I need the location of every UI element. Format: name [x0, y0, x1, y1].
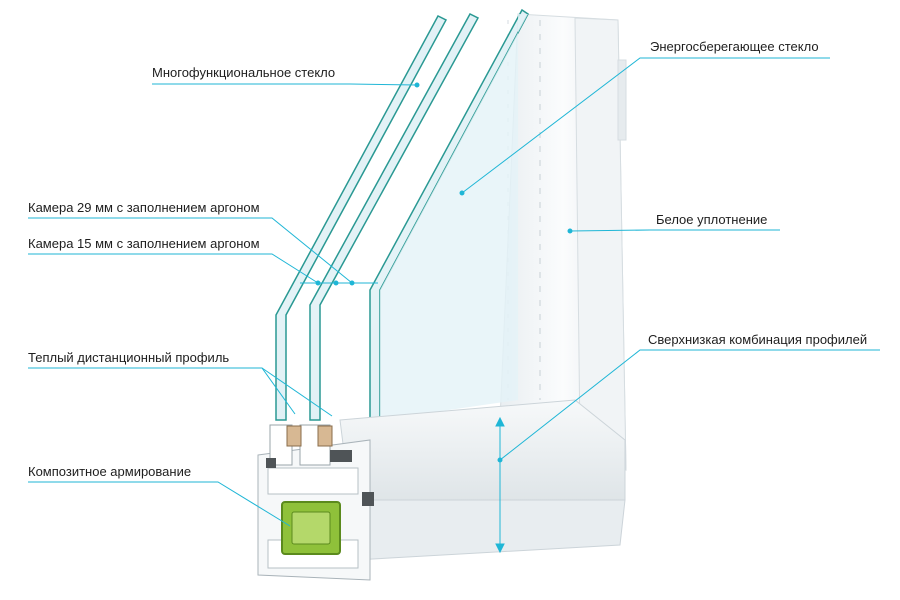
label-white-seal: Белое уплотнение [656, 212, 768, 227]
spacer-1 [286, 425, 302, 447]
callout-lines [28, 57, 880, 554]
label-chamber-15: Камера 15 мм с заполнением аргоном [28, 236, 260, 251]
spacer-2 [317, 425, 333, 447]
label-multifunctional-glass: Многофункциональное стекло [152, 65, 336, 80]
label-energy-saving-glass: Энергосберегающее стекло [650, 39, 819, 54]
window-frame [499, 13, 627, 471]
label-composite-reinforcement: Композитное армирование [28, 464, 192, 479]
label-chamber-29: Камера 29 мм с заполнением аргоном [28, 200, 260, 215]
label-ultra-low-profile: Сверхнизкая комбинация профилей [648, 332, 868, 347]
profile-cross-section [257, 424, 374, 581]
sash-bottom [339, 399, 626, 561]
label-warm-spacer: Теплый дистанционный профиль [28, 350, 230, 365]
